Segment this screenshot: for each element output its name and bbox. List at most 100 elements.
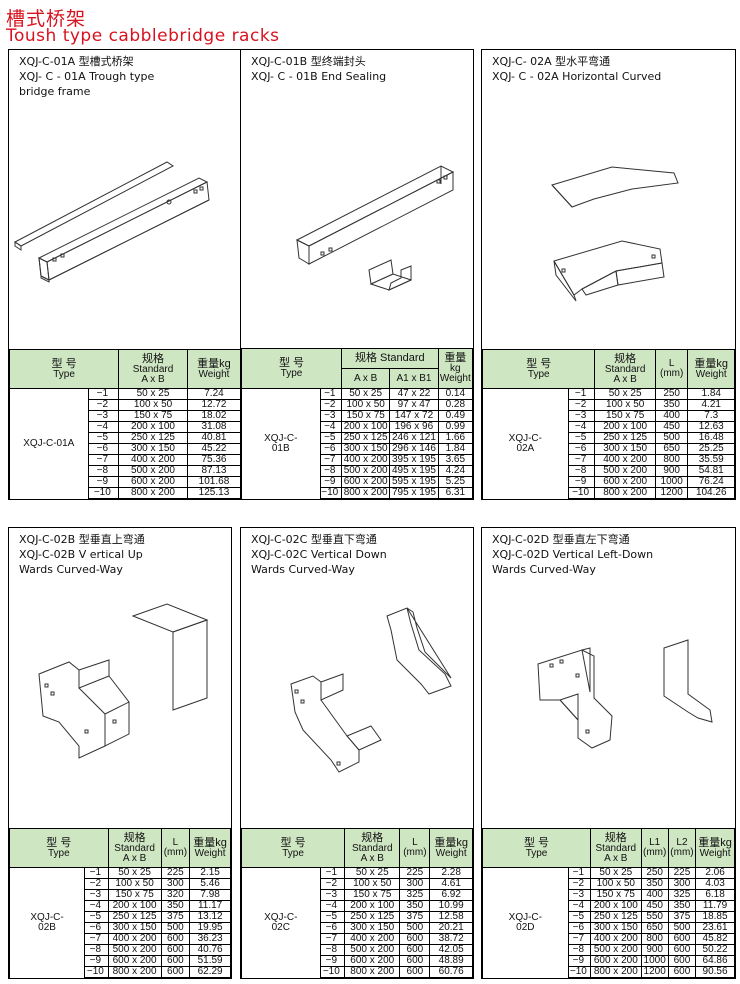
value-cell-w: 13.12	[189, 911, 231, 923]
product-panel-02d: XQJ-C-02D 型垂直左下弯通 XQJ-C-02D Vertical Lef…	[481, 527, 736, 979]
value-cell-l: 450	[654, 421, 689, 433]
value-cell-a1: 795 x 195	[389, 487, 439, 499]
value-cell-ab: 250 x 125	[594, 432, 656, 444]
value-cell-l2: 300	[667, 878, 697, 890]
model-cell: XQJ-C-01A	[9, 388, 89, 499]
type-header-cn: 型 号	[51, 357, 77, 370]
model-label-prefix: XQJ-C-	[508, 432, 542, 444]
value-cell-l: 1000	[654, 476, 689, 488]
value-cell-ab: 600 x 200	[590, 955, 642, 967]
ab-header: A x B	[353, 372, 378, 384]
value-cell-ab: 500 x 200	[590, 944, 642, 956]
value-cell-ab: 600 x 200	[340, 476, 391, 488]
suffix-cell: −6	[567, 443, 596, 455]
value-cell-l: 375	[399, 911, 431, 923]
value-cell-ab: 400 x 200	[590, 933, 642, 945]
value-cell-l: 600	[160, 966, 191, 978]
suffix-cell: −3	[87, 410, 120, 422]
l1-header: L1	[649, 837, 661, 848]
value-cell-w: 16.48	[687, 432, 735, 444]
value-cell-w: 40.81	[186, 432, 242, 444]
value-cell-w: 7.3	[687, 410, 735, 422]
suffix-cell: −6	[84, 922, 109, 934]
suffix-cell: −5	[319, 911, 346, 923]
value-cell-w: 36.23	[189, 933, 231, 945]
value-cell-w: 35.59	[687, 454, 735, 466]
value-cell-ab: 50 x 25	[590, 867, 642, 879]
suffix-cell: −5	[84, 911, 109, 923]
value-cell-w: 7.98	[189, 889, 231, 901]
value-cell-w: 87.13	[186, 465, 242, 477]
suffix-cell: −9	[567, 955, 592, 967]
suffix-cell: −8	[319, 944, 346, 956]
value-cell-l2: 225	[667, 867, 697, 879]
value-cell-ab: 250 x 125	[340, 432, 391, 444]
value-cell-ab: 800 x 200	[107, 966, 162, 978]
product-panel-01a: XQJ-C-01A 型槽式桥架 XQJ- C - 01A Trough type…	[8, 49, 242, 500]
value-cell-w: 5.25	[437, 476, 474, 488]
value-cell-l1: 1200	[640, 966, 669, 978]
spec-header-cn: 规格	[614, 352, 637, 365]
value-cell-l: 600	[399, 955, 431, 967]
value-cell-w: 40.76	[189, 944, 231, 956]
suffix-cell: −7	[84, 933, 109, 945]
value-cell-ab: 50 x 25	[340, 388, 391, 400]
suffix-cell: −9	[319, 955, 346, 967]
mm-header: (mm)	[643, 847, 667, 858]
value-cell-ab: 400 x 200	[594, 454, 656, 466]
weight-header-cn: 重量kg	[197, 357, 231, 370]
value-cell-w: 48.89	[429, 955, 473, 967]
suffix-cell: −10	[567, 966, 592, 978]
suffix-cell: −5	[567, 911, 592, 923]
value-cell-w: 18.02	[186, 410, 242, 422]
value-cell-ab: 600 x 200	[594, 476, 656, 488]
suffix-cell: −4	[319, 421, 343, 433]
product-panel-02b: XQJ-C-02B 型垂直上弯通 XQJ-C-02B V ertical Up …	[8, 527, 232, 979]
value-cell-w: 4.24	[437, 465, 474, 477]
value-cell-w: 101.68	[186, 476, 242, 488]
model-label-suffix: 02B	[38, 921, 56, 933]
l-header: L	[668, 358, 675, 369]
weight-header-cn: 重量kg	[698, 836, 732, 849]
value-cell-w: 12.58	[429, 911, 473, 923]
value-cell-a1: 196 x 96	[389, 421, 439, 433]
value-cell-w: 11.17	[189, 900, 231, 912]
model-label-prefix: XQJ-C-	[264, 911, 298, 923]
value-cell-l: 600	[399, 966, 431, 978]
model-label-prefix: XQJ-C-	[508, 911, 542, 923]
suffix-cell: −9	[87, 476, 120, 488]
value-cell-l: 1200	[654, 487, 689, 499]
value-cell-w: 20.21	[429, 922, 473, 934]
value-cell-ab: 300 x 150	[590, 922, 642, 934]
value-cell-ab: 600 x 200	[107, 955, 162, 967]
value-cell-ab: 500 x 200	[344, 944, 401, 956]
value-cell-w: 0.49	[437, 410, 474, 422]
value-cell-ab: 200 x 100	[590, 900, 642, 912]
value-cell-l: 600	[399, 933, 431, 945]
value-cell-l1: 550	[640, 911, 669, 923]
value-cell-w: 50.22	[695, 944, 735, 956]
product-panel-01b: XQJ-C-01B 型终端封头 XQJ- C - 01B End Sealing…	[240, 49, 474, 500]
value-cell-l1: 800	[640, 933, 669, 945]
weight-header-en: Weight	[439, 373, 471, 384]
value-cell-ab: 200 x 100	[107, 900, 162, 912]
value-cell-ab: 50 x 25	[118, 388, 188, 400]
value-cell-l: 600	[160, 944, 191, 956]
value-cell-w: 6.92	[429, 889, 473, 901]
value-cell-ab: 800 x 200	[340, 487, 391, 499]
value-cell-l: 300	[160, 878, 191, 890]
value-cell-l: 350	[399, 900, 431, 912]
suffix-cell: −7	[319, 933, 346, 945]
